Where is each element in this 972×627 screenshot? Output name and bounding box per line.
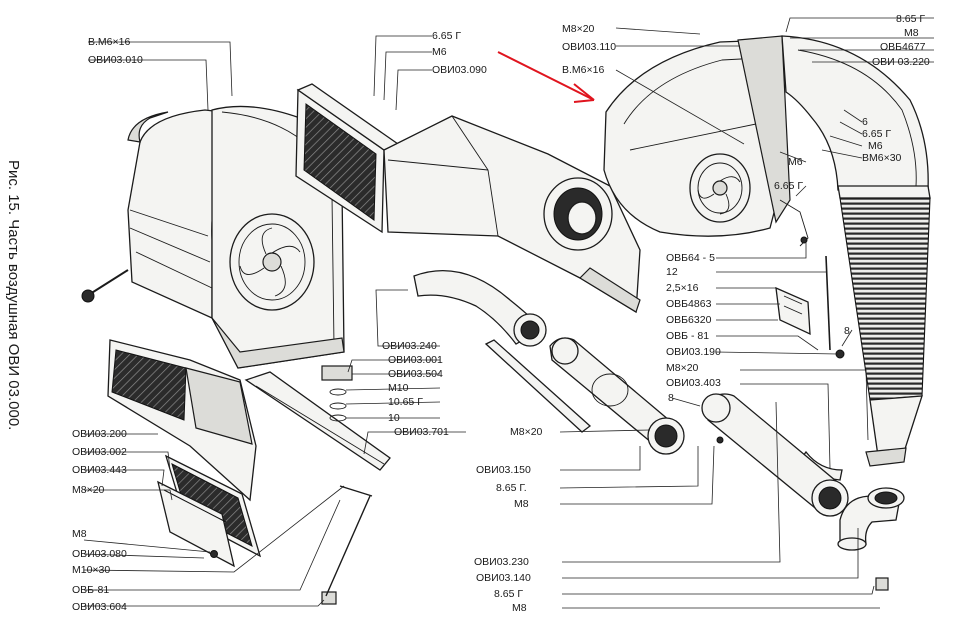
label-ovi03504: ОВИ03.504: [388, 368, 443, 380]
label-ovi03090: ОВИ03.090: [432, 64, 487, 76]
label-ovi03604: ОВИ03.604: [72, 601, 127, 613]
right-bracket-hardware: [775, 199, 845, 481]
handle-lever: [81, 269, 129, 303]
bottom-right-elbow: [837, 487, 905, 551]
label-25x16: 2,5×16: [666, 282, 699, 294]
label-m8x20-middle: М8×20: [510, 426, 543, 438]
label-6: 6: [862, 116, 868, 128]
louvered-column: [837, 185, 931, 467]
label-m8-left: М8: [72, 528, 87, 540]
support-bracket-bar: [244, 371, 391, 471]
label-ovi03200: ОВИ03.200: [72, 428, 127, 440]
label-ovb6320: ОВБ6320: [666, 314, 712, 326]
label-m10x30: М10×30: [72, 564, 110, 576]
label-ovb4677: ОВБ4677: [880, 41, 926, 53]
leader-lines: [83, 17, 934, 609]
label-vm6x16-top-right: В.М6×16: [562, 64, 604, 76]
label-ovi03001: ОВИ03.001: [388, 354, 443, 366]
label-8-middle: 8: [668, 392, 674, 404]
lower-left-hood: [107, 339, 257, 502]
red-annotation-arrow: [497, 51, 595, 103]
label-1065g: 10.65 Г: [388, 396, 423, 408]
label-ovb4863: ОВБ4863: [666, 298, 712, 310]
label-ovb64-5: ОВБ64 - 5: [666, 252, 715, 264]
label-ovb81-right: ОВБ - 81: [666, 330, 709, 342]
label-ovb81-left: ОВБ-81: [72, 584, 109, 596]
label-m8-top-right: М8: [904, 27, 919, 39]
label-ovi03240: ОВИ03.240: [382, 340, 437, 352]
label-ovi03701: ОВИ03.701: [394, 426, 449, 438]
label-vm6x16-top-left: В.М6×16: [88, 36, 130, 48]
bottom-right-nut: [875, 577, 889, 591]
part-labels: В.М6×16 ОВИ03.010 6.65 Г М6 ОВИ03.090 М8…: [72, 13, 930, 614]
label-ovi03220: ОВИ 03.220: [872, 56, 930, 68]
label-ovi03443: ОВИ03.443: [72, 464, 127, 476]
label-12: 12: [666, 266, 678, 278]
label-ovi03150: ОВИ03.150: [476, 464, 531, 476]
upper-duct-outlet: [543, 177, 613, 251]
label-865g-bottom: 8.65 Г: [494, 588, 523, 600]
label-m8-middle: М8: [514, 498, 529, 510]
label-ovi03403: ОВИ03.403: [666, 377, 721, 389]
label-ovi03230: ОВИ03.230: [474, 556, 529, 568]
left-fan-impeller: [229, 213, 315, 311]
flat-strap: [484, 339, 592, 433]
label-vm6x30: ВМ6×30: [862, 152, 902, 164]
pipe-elbow-upper: [413, 269, 547, 347]
label-665g-top: 6.65 Г: [432, 30, 461, 42]
label-665g-right: 6.65 Г: [862, 128, 891, 140]
label-ovi03002: ОВИ03.002: [72, 446, 127, 458]
label-865g-top-right: 8.65 Г: [896, 13, 925, 25]
label-ovi03140: ОВИ03.140: [476, 572, 531, 584]
figure-caption-text: Рис. 15. Часть воздушная ОВИ 03.000.: [5, 160, 22, 431]
label-10: 10: [388, 412, 400, 424]
label-m8x20-left: М8×20: [72, 484, 105, 496]
label-ovi03080: ОВИ03.080: [72, 548, 127, 560]
label-m6-right: М6: [868, 140, 883, 152]
right-elbow-duct: [781, 35, 929, 191]
label-m8-bottom: М8: [512, 602, 527, 614]
label-m10: М10: [388, 382, 409, 394]
straight-pipe-section: [549, 337, 685, 455]
lower-left-grille-plate: [157, 454, 262, 568]
label-ovi03010: ОВИ03.010: [88, 54, 143, 66]
label-8-right: 8: [844, 325, 850, 337]
label-865g-middle: 8.65 Г.: [496, 482, 527, 494]
bottom-left-hardware: [210, 485, 373, 605]
label-ovi03190: ОВИ03.190: [666, 346, 721, 358]
lower-pipe-section: [701, 393, 849, 517]
right-fan-impeller: [689, 153, 751, 223]
label-ovi03110: ОВИ03.110: [562, 41, 616, 53]
top-grille-panel: [295, 83, 400, 234]
figure-caption: Рис. 15. Часть воздушная ОВИ 03.000.: [2, 160, 26, 500]
label-m6-mid-right: М6: [788, 156, 803, 168]
label-m8x20-right: М8×20: [666, 362, 699, 374]
label-m6-top: М6: [432, 46, 447, 58]
label-665g-mid-right: 6.65 Г: [774, 180, 803, 192]
label-m8x20-top: М8×20: [562, 23, 595, 35]
upper-duct: [383, 115, 641, 314]
